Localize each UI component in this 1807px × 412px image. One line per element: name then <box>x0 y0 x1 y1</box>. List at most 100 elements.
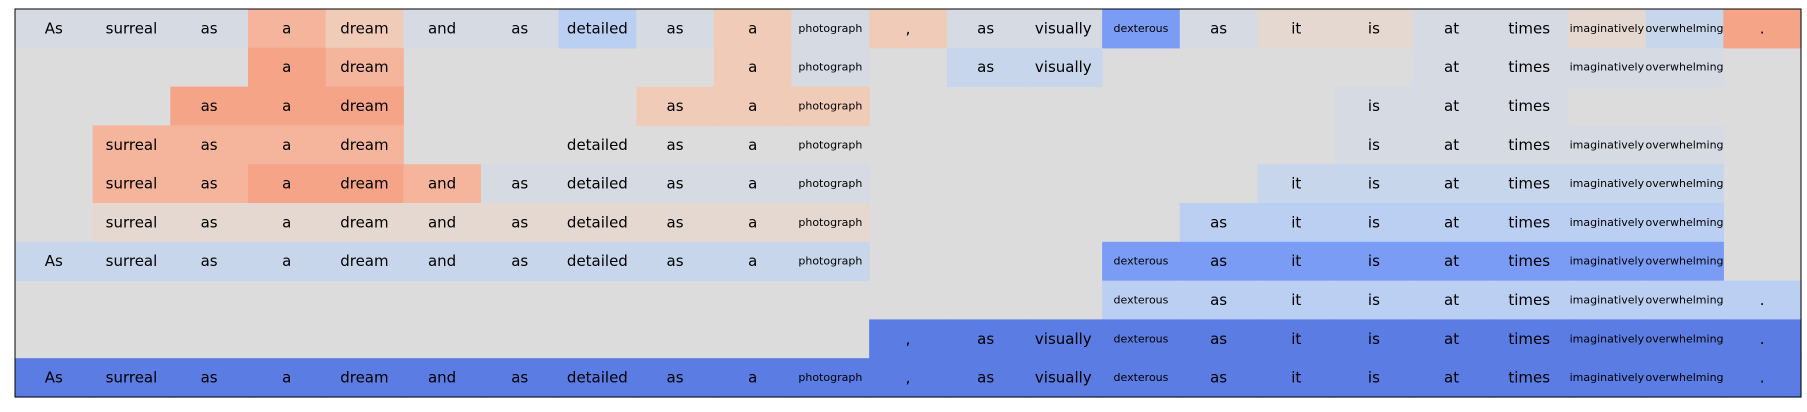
token-label: as <box>201 252 218 270</box>
token-label: . <box>1760 330 1765 348</box>
token-label: imaginatively <box>1570 61 1645 74</box>
token-label: at <box>1444 369 1459 387</box>
token-label: as <box>511 175 528 193</box>
heatmap-cell <box>1723 319 1802 359</box>
heatmap-cell <box>1568 358 1647 398</box>
token-label: is <box>1368 291 1380 309</box>
heatmap-cell <box>403 358 482 398</box>
heatmap-cell <box>170 164 249 204</box>
token-label: photograph <box>798 138 862 151</box>
heatmap-cell <box>1490 203 1569 243</box>
token-label: as <box>511 213 528 231</box>
heatmap-cell <box>325 9 404 49</box>
token-label: overwhelming <box>1645 22 1723 35</box>
token-label: as <box>201 213 218 231</box>
token-label: as <box>667 252 684 270</box>
token-label: imaginatively <box>1570 216 1645 229</box>
heatmap-cell <box>946 319 1026 359</box>
heatmap-cell <box>1102 280 1181 320</box>
heatmap-cell <box>247 164 327 204</box>
heatmap-cell <box>325 164 404 204</box>
token-label: at <box>1444 97 1459 115</box>
heatmap-cell <box>1179 241 1259 282</box>
heatmap-cell <box>1645 280 1724 320</box>
token-label: a <box>748 213 757 231</box>
token-label: and <box>428 175 456 193</box>
token-label: as <box>977 369 994 387</box>
heatmap-cell <box>636 86 715 126</box>
heatmap-cell <box>869 319 948 359</box>
token-label: As <box>45 19 63 37</box>
heatmap-cell <box>1645 47 1724 88</box>
token-label: a <box>748 19 757 37</box>
heatmap-cell <box>170 9 249 49</box>
token-label: overwhelming <box>1645 294 1723 307</box>
token-label: surreal <box>106 369 158 387</box>
heatmap-cell <box>403 203 482 243</box>
token-label: dream <box>340 97 388 115</box>
token-label: dream <box>340 369 388 387</box>
token-label: a <box>282 369 291 387</box>
token-label: dream <box>340 136 388 154</box>
heatmap-cell <box>1102 319 1181 359</box>
token-label: overwhelming <box>1645 255 1723 268</box>
token-label: it <box>1291 291 1301 309</box>
token-label: a <box>748 58 757 76</box>
heatmap-cell <box>92 9 171 49</box>
token-label: at <box>1444 175 1459 193</box>
heatmap-cell <box>325 203 404 243</box>
token-label: As <box>45 252 63 270</box>
token-label: photograph <box>798 255 862 268</box>
token-label: as <box>977 58 994 76</box>
heatmap-cell <box>1490 86 1569 126</box>
heatmap-frame <box>14 8 1802 398</box>
token-label: detailed <box>567 213 628 231</box>
token-label: detailed <box>567 252 628 270</box>
token-label: a <box>282 252 291 270</box>
token-label: at <box>1444 330 1459 348</box>
heatmap-cell <box>1335 319 1414 359</box>
heatmap-cell <box>403 164 482 204</box>
token-label: as <box>511 19 528 37</box>
token-label: at <box>1444 291 1459 309</box>
heatmap-cell <box>403 9 482 49</box>
token-label: detailed <box>567 19 628 37</box>
heatmap-cell <box>1490 319 1569 359</box>
heatmap-cell <box>791 358 870 398</box>
token-label: dream <box>340 19 388 37</box>
heatmap-cell <box>713 164 793 204</box>
token-label: photograph <box>798 61 862 74</box>
heatmap-cell <box>1335 86 1414 126</box>
token-label: surreal <box>106 252 158 270</box>
token-label: is <box>1368 136 1380 154</box>
token-label: imaginatively <box>1570 177 1645 190</box>
heatmap-cell <box>1568 47 1647 88</box>
token-label: times <box>1508 252 1550 270</box>
token-label: dream <box>340 175 388 193</box>
heatmap-cell <box>1024 9 1103 49</box>
heatmap-cell <box>247 358 327 398</box>
token-label: a <box>282 97 291 115</box>
heatmap-cell <box>946 358 1026 398</box>
token-label: as <box>667 175 684 193</box>
heatmap-cell <box>791 203 870 243</box>
heatmap-cell <box>1335 164 1414 204</box>
token-label: times <box>1508 291 1550 309</box>
token-label: times <box>1508 175 1550 193</box>
heatmap-cell <box>1645 358 1724 398</box>
token-label: photograph <box>798 216 862 229</box>
heatmap-cell <box>1024 358 1103 398</box>
token-label: and <box>428 252 456 270</box>
heatmap-cell <box>1257 241 1336 282</box>
heatmap-cell <box>325 125 404 165</box>
token-label: dream <box>340 252 388 270</box>
token-label: times <box>1508 213 1550 231</box>
heatmap-cell <box>1257 319 1336 359</box>
heatmap-cell <box>247 86 327 126</box>
token-label: as <box>201 97 218 115</box>
heatmap-cell <box>1102 358 1181 398</box>
heatmap-cell <box>1490 164 1569 204</box>
heatmap-cell <box>92 241 171 282</box>
token-label: as <box>201 19 218 37</box>
